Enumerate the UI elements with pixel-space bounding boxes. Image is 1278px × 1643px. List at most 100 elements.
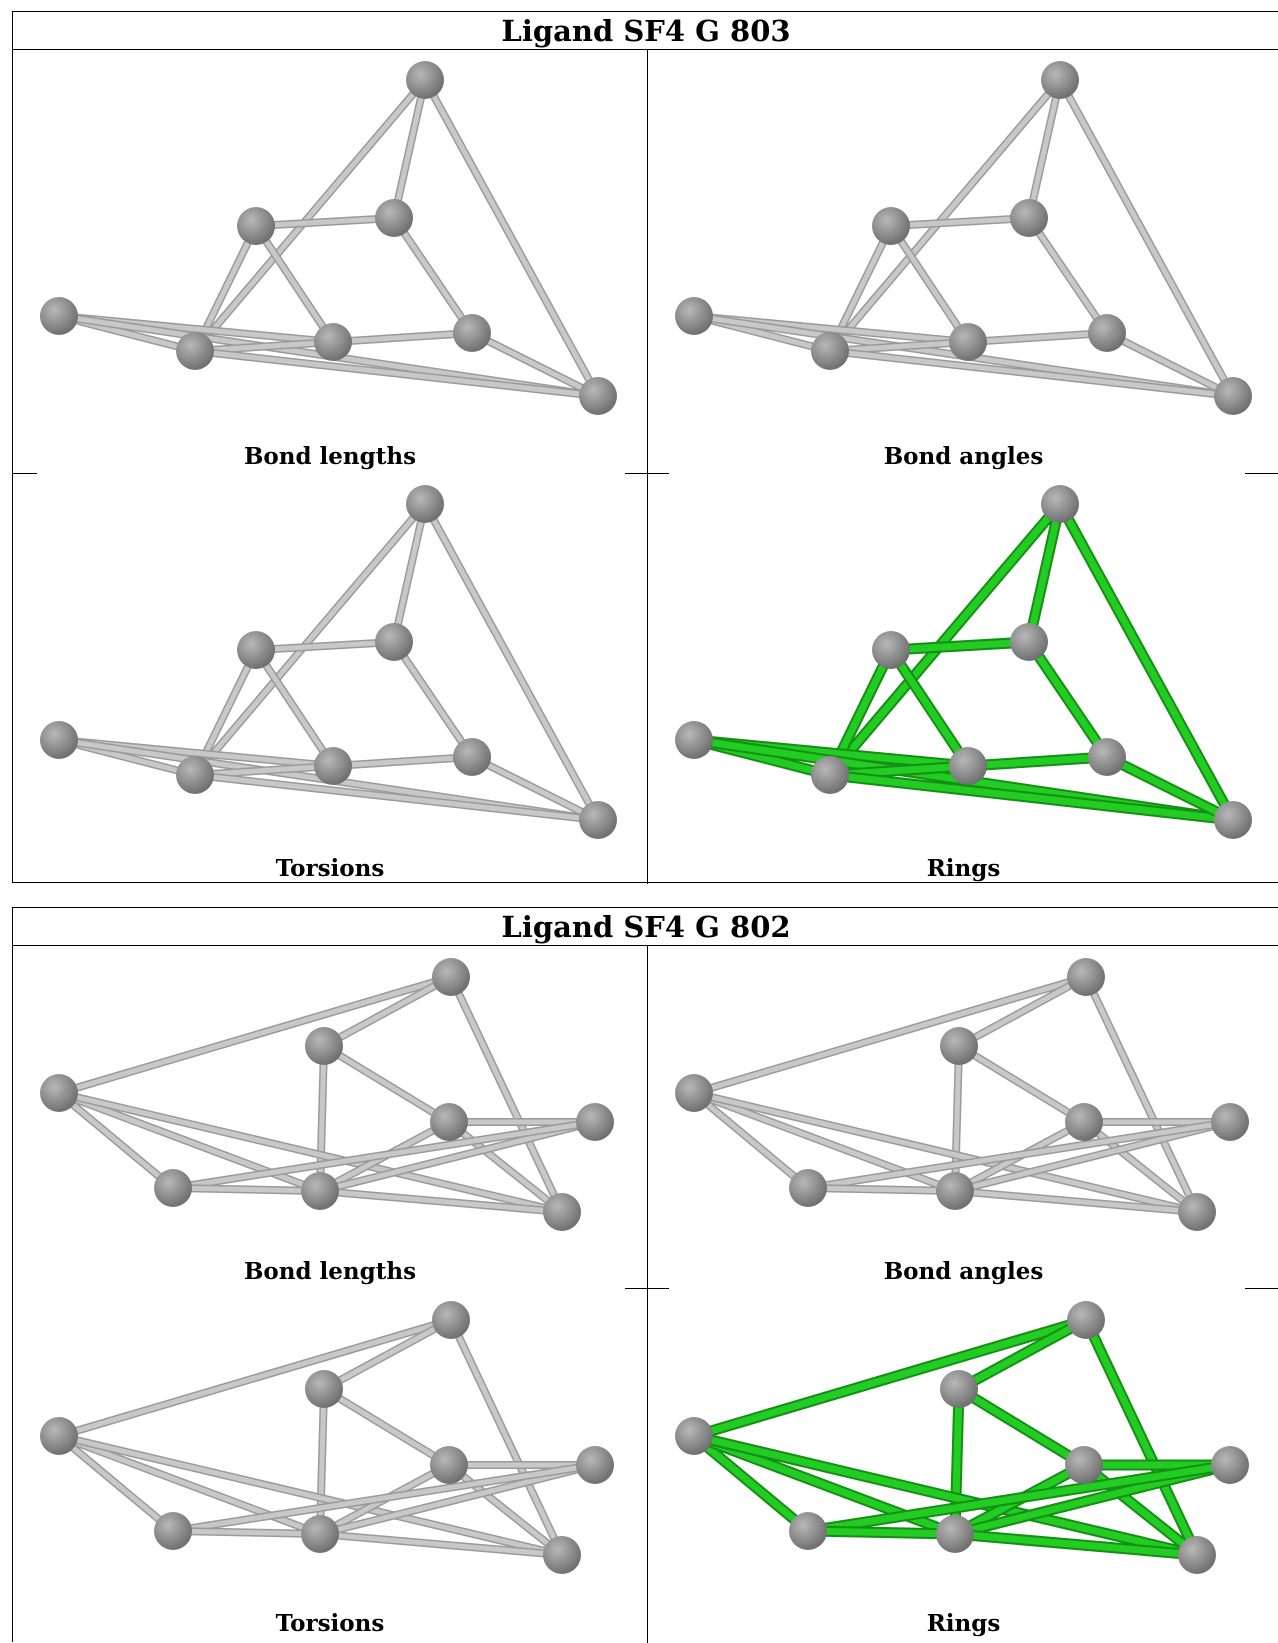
bond bbox=[891, 642, 1029, 650]
atom bbox=[1041, 61, 1079, 99]
atom bbox=[576, 1446, 614, 1484]
atom bbox=[406, 485, 444, 523]
bond bbox=[256, 226, 333, 342]
bond bbox=[959, 1046, 1084, 1122]
panel-caption: Bond lengths bbox=[13, 443, 647, 470]
atom bbox=[949, 323, 987, 361]
atom bbox=[1214, 801, 1252, 839]
bond bbox=[891, 650, 968, 766]
atom bbox=[543, 1536, 581, 1574]
bond bbox=[256, 650, 333, 766]
bond bbox=[320, 1046, 324, 1191]
bond bbox=[333, 757, 472, 766]
atom bbox=[154, 1169, 192, 1207]
ligand-block-1: Ligand SF4 G 803 Bond lengths Bond angle… bbox=[12, 11, 1278, 883]
bond bbox=[1029, 218, 1107, 333]
atom bbox=[1065, 1446, 1103, 1484]
bond bbox=[324, 1389, 449, 1465]
bond bbox=[1086, 977, 1197, 1212]
atom bbox=[1211, 1103, 1249, 1141]
bond bbox=[451, 1320, 562, 1555]
bond bbox=[173, 1531, 320, 1534]
atom bbox=[789, 1169, 827, 1207]
bond bbox=[394, 218, 472, 333]
atom bbox=[675, 1074, 713, 1112]
bond bbox=[968, 757, 1107, 766]
atom bbox=[1088, 738, 1126, 776]
atom bbox=[1178, 1536, 1216, 1574]
atom bbox=[237, 631, 275, 669]
bond bbox=[694, 1320, 1086, 1436]
atom bbox=[301, 1172, 339, 1210]
bond bbox=[195, 775, 598, 820]
atom bbox=[1041, 485, 1079, 523]
bond bbox=[1029, 642, 1107, 757]
atom bbox=[789, 1512, 827, 1550]
molecule-view bbox=[13, 946, 647, 1288]
atom bbox=[314, 323, 352, 361]
atom bbox=[176, 756, 214, 794]
molecule-view bbox=[648, 50, 1278, 473]
panel-bond-lengths: Bond lengths bbox=[13, 50, 647, 473]
panel-caption: Rings bbox=[648, 1610, 1278, 1637]
atom bbox=[430, 1103, 468, 1141]
atom bbox=[936, 1172, 974, 1210]
atom bbox=[1065, 1103, 1103, 1141]
bond bbox=[955, 1046, 959, 1191]
block-title: Ligand SF4 G 802 bbox=[13, 908, 1278, 946]
atom bbox=[1010, 623, 1048, 661]
panel-bond-lengths: Bond lengths bbox=[13, 946, 647, 1288]
atom bbox=[154, 1512, 192, 1550]
atom bbox=[453, 314, 491, 352]
panel-bond-angles: Bond angles bbox=[648, 946, 1278, 1288]
atom bbox=[432, 958, 470, 996]
bond bbox=[59, 1320, 451, 1436]
atom bbox=[430, 1446, 468, 1484]
bond bbox=[959, 1389, 1084, 1465]
bond bbox=[891, 218, 1029, 226]
panel-rings: Rings bbox=[648, 1289, 1278, 1643]
atom bbox=[375, 623, 413, 661]
bond bbox=[333, 333, 472, 342]
panel-rings: Rings bbox=[648, 474, 1278, 884]
atom bbox=[305, 1370, 343, 1408]
atom bbox=[579, 377, 617, 415]
bond bbox=[195, 351, 598, 396]
panel-caption: Torsions bbox=[13, 855, 647, 882]
ligand-block-2: Ligand SF4 G 802 Bond lengths Bond angle… bbox=[12, 907, 1278, 1642]
bond bbox=[59, 977, 451, 1093]
molecule-view bbox=[13, 474, 647, 884]
molecule-view bbox=[648, 1289, 1278, 1643]
atom bbox=[576, 1103, 614, 1141]
atom bbox=[1067, 958, 1105, 996]
atom bbox=[675, 1417, 713, 1455]
atom bbox=[453, 738, 491, 776]
atom bbox=[432, 1301, 470, 1339]
atom bbox=[40, 1074, 78, 1112]
block-title: Ligand SF4 G 803 bbox=[13, 12, 1278, 50]
molecule-view bbox=[648, 474, 1278, 884]
bond bbox=[694, 977, 1086, 1093]
panel-caption: Bond angles bbox=[648, 1258, 1278, 1285]
atom bbox=[872, 207, 910, 245]
molecule-view bbox=[13, 50, 647, 473]
atom bbox=[936, 1515, 974, 1553]
atom bbox=[1067, 1301, 1105, 1339]
atom bbox=[375, 199, 413, 237]
bond bbox=[830, 775, 1233, 820]
atom bbox=[811, 332, 849, 370]
molecule-view bbox=[13, 1289, 647, 1643]
bond bbox=[394, 642, 472, 757]
atom bbox=[176, 332, 214, 370]
atom bbox=[675, 297, 713, 335]
atom bbox=[406, 61, 444, 99]
atom bbox=[940, 1027, 978, 1065]
molecule-view bbox=[648, 946, 1278, 1288]
panel-torsions: Torsions bbox=[13, 474, 647, 884]
atom bbox=[872, 631, 910, 669]
panel-caption: Torsions bbox=[13, 1610, 647, 1637]
panel-torsions: Torsions bbox=[13, 1289, 647, 1643]
bond bbox=[173, 1188, 320, 1191]
atom bbox=[579, 801, 617, 839]
bond bbox=[320, 1389, 324, 1534]
